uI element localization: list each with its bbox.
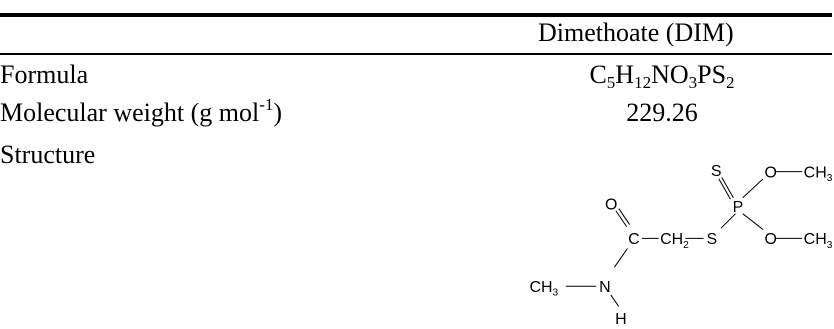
bond-c-o-double-a xyxy=(618,208,631,225)
atom-ch3-n: CH3 xyxy=(530,279,559,299)
table-top-rule xyxy=(0,13,832,17)
atom-s-mid: S xyxy=(707,231,718,248)
atom-n: N xyxy=(599,279,611,296)
atom-h: H xyxy=(615,311,627,328)
atom-c: C xyxy=(628,231,640,248)
dimethoate-structure-svg: S O CH3 O P C CH2 S O CH3 CH3 N H xyxy=(530,163,833,328)
bond-p-s-mid xyxy=(720,213,736,229)
structure-diagram: S O CH3 O P C CH2 S O CH3 CH3 N H xyxy=(430,160,834,329)
atom-s-top: S xyxy=(711,163,722,180)
row-label-molecular-weight: Molecular weight (g mol-1) xyxy=(0,95,283,127)
bond-n-h xyxy=(610,294,620,307)
atom-p: P xyxy=(733,199,744,216)
bond-p-o-bot xyxy=(742,213,764,231)
bond-s-p-double-a xyxy=(721,177,734,198)
row-label-formula: Formula xyxy=(0,60,89,89)
column-header: Dimethoate (DIM) xyxy=(538,18,734,47)
bond-p-o-top xyxy=(742,178,764,199)
atom-ch3-top: CH3 xyxy=(804,164,833,184)
bond-c-n xyxy=(613,248,628,268)
formula-value: C5H12NO3PS2 xyxy=(589,60,735,92)
atom-o-bot: O xyxy=(765,231,777,248)
atom-ch2: CH2 xyxy=(660,231,689,251)
bond-s-p-double-b xyxy=(718,178,731,200)
table-header-rule xyxy=(0,53,832,55)
bond-c-o-double-b xyxy=(615,210,628,228)
atom-o-carbonyl: O xyxy=(605,196,617,213)
row-label-structure: Structure xyxy=(0,140,96,169)
atom-o-top: O xyxy=(765,164,777,181)
atom-ch3-bot: CH3 xyxy=(804,231,833,251)
molecular-weight-value: 229.26 xyxy=(626,98,698,127)
